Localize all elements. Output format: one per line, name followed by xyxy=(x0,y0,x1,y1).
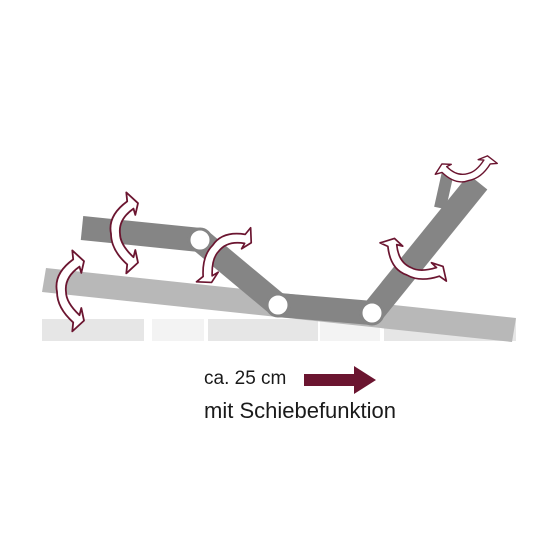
middle-section-bar xyxy=(276,293,374,325)
right-arrow-icon xyxy=(304,366,376,394)
distance-caption: ca. 25 cm xyxy=(204,368,287,389)
floor-strip xyxy=(42,319,516,341)
floor-segment xyxy=(42,319,144,341)
function-caption: mit Schiebefunktion xyxy=(204,398,396,423)
floor-segment xyxy=(208,319,318,341)
foot-tip-bar xyxy=(434,170,454,210)
joint-knee xyxy=(359,300,385,326)
joint-head xyxy=(187,227,213,253)
head-section-bar xyxy=(80,216,202,252)
floor-segment xyxy=(152,319,204,341)
leg-section-bar xyxy=(362,174,488,321)
joint-hip xyxy=(265,292,291,318)
upper-frame xyxy=(80,170,488,326)
